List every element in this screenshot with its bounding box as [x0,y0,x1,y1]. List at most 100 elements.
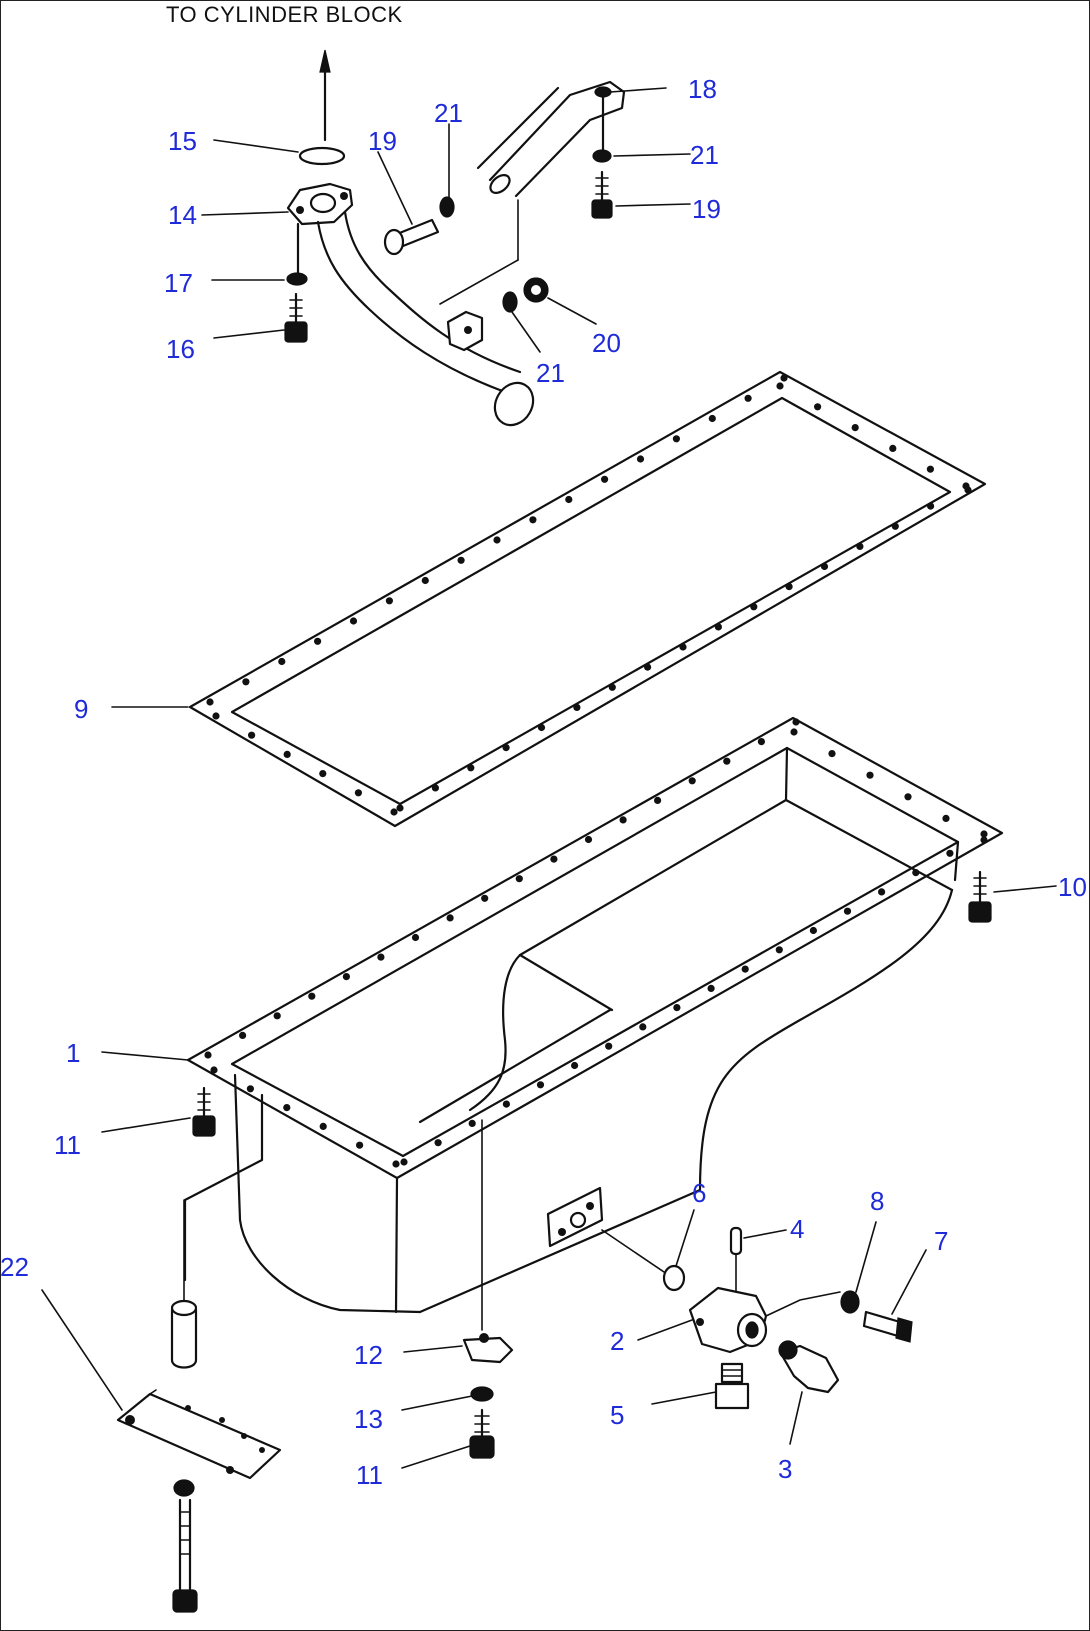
bolt-11-lower [469,1408,495,1459]
washer-21-lower [502,291,518,313]
callout-18: 18 [688,74,717,104]
bolt-hole [889,444,897,452]
cylinder-block-arrow [319,49,331,142]
bolt-hole [927,502,935,510]
callout-11-lower: 11 [356,1460,383,1490]
callout-21-right: 21 [690,140,719,170]
bolt-hole [792,718,800,726]
bolt-7 [862,1310,913,1343]
callout-17: 17 [164,268,193,298]
bolt-hole [673,1004,681,1012]
bolt-hole [912,869,920,877]
bolt-hole [757,738,766,746]
bolt-hole [942,814,950,823]
bolt-hole [283,1104,291,1112]
pipe-bracket [446,310,484,352]
callout-21-upper: 21 [434,98,463,128]
suction-pipe [316,210,535,427]
bolt-hole [571,1061,579,1070]
suction-pipe-flange-14 [286,182,354,226]
bolt-11-upper [192,1086,216,1137]
gasket-9 [188,370,987,828]
bolt-hole [962,482,970,490]
bolt-hole [776,382,784,390]
bolt-hole [421,576,429,585]
callout-10: 10 [1058,872,1087,902]
bolt-19-right [591,170,613,219]
bolt-hole [319,770,327,778]
bolt-18 [594,86,612,152]
callout-13: 13 [354,1404,383,1434]
bolt-hole [446,914,454,922]
callout-16: 16 [166,334,195,364]
bolt-hole [780,374,788,382]
bolt-hole [679,643,687,651]
bolt-hole [644,663,652,671]
bolt-hole [273,1012,281,1020]
bolt-hole [565,495,573,504]
plate-12 [462,1333,514,1364]
callout-3: 3 [778,1454,792,1484]
bolt-hole [529,516,537,524]
bolt-hole [708,414,716,423]
bolt-hole [319,1122,327,1130]
bolt-hole [980,830,988,838]
washer-17 [286,222,308,286]
bolt-hole [654,796,662,805]
callout-4: 4 [790,1214,804,1244]
bolt-hole [356,1141,364,1149]
bolt-hole [688,777,696,785]
gasket-bolt-holes [206,374,972,816]
washer-21-right [592,149,612,163]
bolt-hole [400,1158,408,1166]
sleeve [170,1199,198,1369]
fitting-5 [714,1362,750,1410]
bolt-hole [246,1085,254,1093]
bolt-10 [968,870,992,923]
bolt-hole [212,712,220,720]
washer-13 [470,1386,494,1402]
bolt-hole [714,623,723,631]
bolt-hole [584,835,593,844]
callout-7: 7 [934,1226,948,1256]
bolt-hole [750,603,758,611]
bolt-hole [828,750,836,758]
callout-11-upper: 11 [54,1130,81,1160]
bolt-hole [672,435,681,443]
bolt-hole [468,1119,476,1127]
bolt-hole [434,1139,442,1147]
bolt-hole [242,678,250,686]
callout-2: 2 [610,1326,624,1356]
drain-valve-2 [688,1286,841,1354]
bolt-hole [349,617,358,625]
callout-numbers: 18 21 19 19 21 15 14 17 16 20 21 9 10 1 … [0,74,1087,1490]
callout-9: 9 [74,694,88,724]
bolt-hole [392,1160,400,1168]
callout-5: 5 [610,1400,624,1430]
bolt-hole [707,984,715,993]
bolt-hole [608,683,616,691]
bolt-hole [866,771,874,779]
washer-21-upper [439,196,455,218]
bolt-hole [502,744,510,752]
bolt-hole [775,946,783,954]
bolt-hole [636,455,645,463]
bolt-hole [619,816,627,824]
bolt-hole [809,926,818,935]
bolt-hole [946,849,954,857]
oil-pan-1 [183,716,1004,1314]
bolt-hole [723,757,731,765]
bolt-hole [785,583,793,591]
bolt-hole [814,403,822,411]
o-ring-15 [298,146,346,166]
bolt-hole [493,536,501,544]
bolt-hole [314,637,322,645]
callout-22: 22 [0,1252,29,1282]
bolt-hole [515,875,523,883]
bolt-hole [210,1066,218,1074]
bracket-strap [439,80,626,305]
bolt-hole [502,1100,510,1108]
bolt-hole [239,1031,247,1039]
